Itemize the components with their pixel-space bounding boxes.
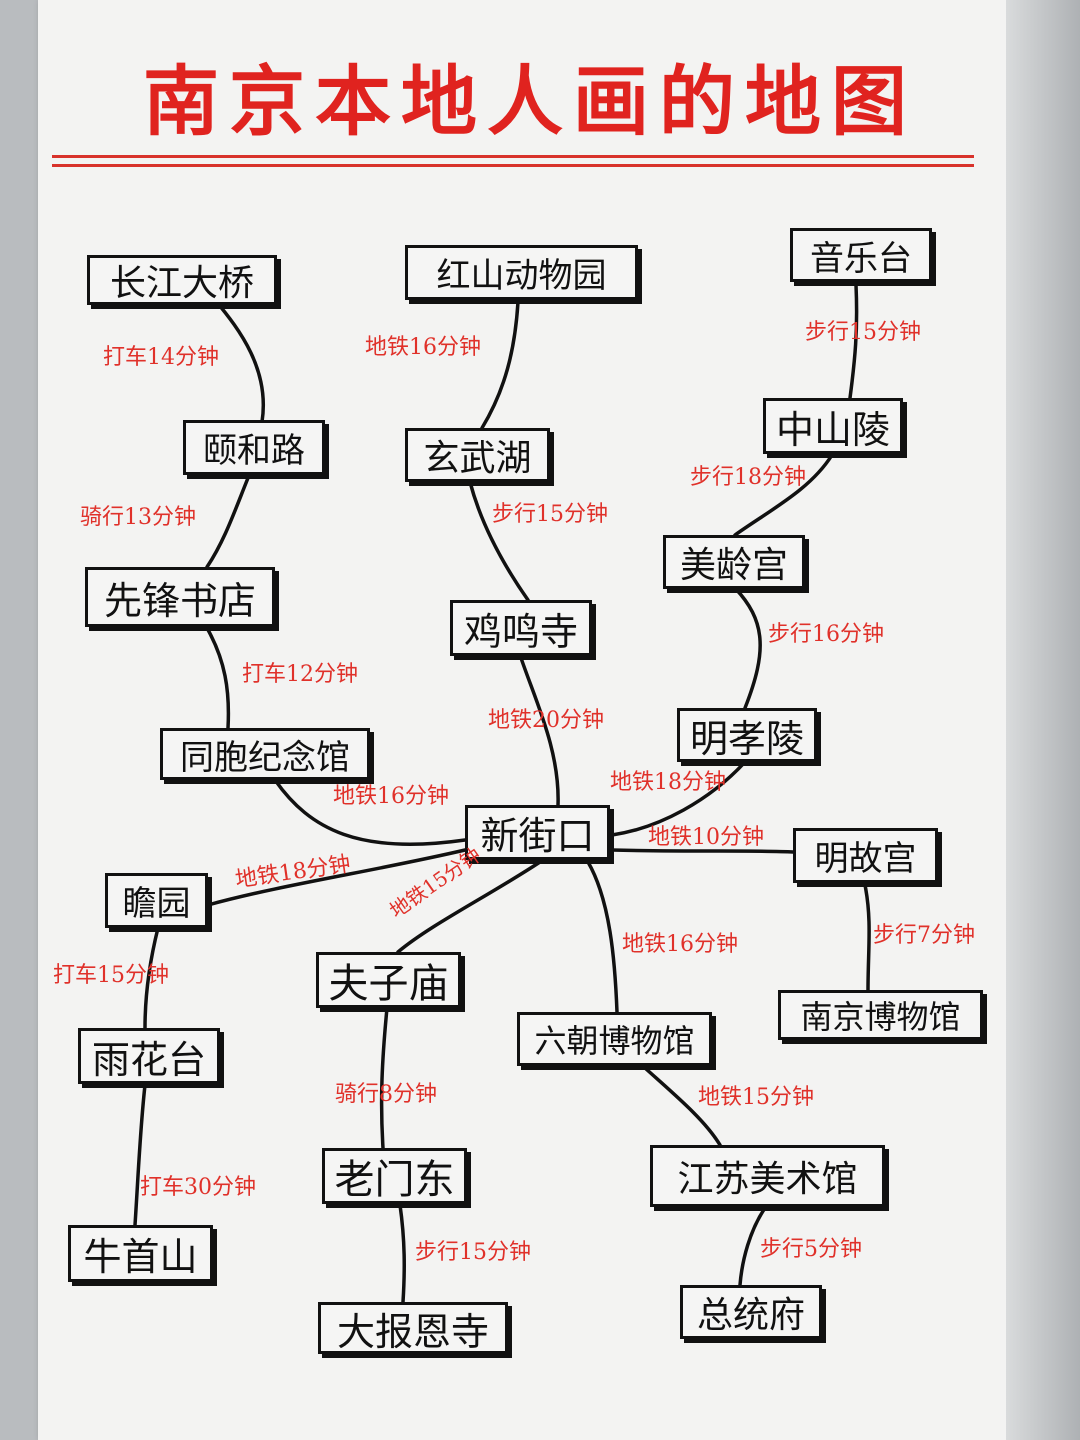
route-label-liuchao-jiangsu: 地铁15分钟 [698,1085,814,1110]
map-title: 南京本地人画的地图 [143,57,917,146]
place-dabaoen-temple: 大报恩寺 [318,1302,508,1354]
place-ming-palace: 明故宫 [793,828,938,883]
place-hongshan-zoo: 红山动物园 [405,245,638,300]
route-label-xinjiekou-minggugong: 地铁10分钟 [648,825,764,850]
place-ming-xiaoling: 明孝陵 [677,708,817,762]
place-tongbao-memorial: 同胞纪念馆 [160,728,370,780]
place-zhanyuan: 瞻园 [105,873,208,928]
place-xinjiekou: 新街口 [465,805,610,860]
route-label-bridge-yihe: 打车14分钟 [103,345,219,370]
link-xinjiekou-liuchao [586,860,619,1014]
route-label-zhongshan-meiling: 步行18分钟 [690,465,806,490]
route-label-xiaoling-xinjiekou: 地铁18分钟 [610,770,726,795]
place-confucius-temple: 夫子庙 [316,952,461,1008]
place-jiming-temple: 鸡鸣寺 [450,600,592,656]
route-label-yinletai-zhongshan: 步行15分钟 [805,320,921,345]
link-zoo-xuanwu [480,300,520,430]
link-xianfeng-tongbao [205,626,231,730]
link-zhanyuan-xinjiekou [206,848,467,907]
route-label-tongbao-xinjiekou: 地铁16分钟 [333,784,449,809]
title-underline-top [52,155,974,158]
place-changjiang-bridge: 长江大桥 [87,255,277,305]
route-label-yihe-xianfeng: 骑行13分钟 [80,505,196,530]
link-xiaoling-xinjiekou [610,760,747,837]
link-fuzimiao-laomendong [379,1006,389,1150]
route-label-fuzimiao-laomendong: 骑行8分钟 [335,1082,437,1107]
link-yuhuatai-niushoushan [133,1083,147,1227]
route-label-zoo-xuanwu: 地铁16分钟 [365,335,481,360]
link-liuchao-jiangsu [643,1066,722,1147]
place-laomendong: 老门东 [322,1148,467,1204]
route-label-jiming-xinjiekou: 地铁20分钟 [488,708,604,733]
place-jiangsu-art-museum: 江苏美术馆 [650,1145,885,1207]
route-label-minggugong-museum: 步行7分钟 [873,923,975,948]
place-xuanwu-lake: 玄武湖 [405,428,550,482]
place-meiling-palace: 美龄宫 [663,535,805,589]
link-xuanwu-jiming [468,480,530,602]
link-xinjiekou-fuzimiao [396,860,542,954]
place-zhongshan-mausoleum: 中山陵 [763,398,903,454]
link-xinjiekou-minggugong [610,848,795,854]
title-underline-bottom [52,164,974,167]
place-niushoushan: 牛首山 [68,1225,213,1282]
place-six-dynasties-museum: 六朝博物馆 [517,1012,712,1066]
link-meiling-xiaoling [733,586,762,710]
route-label-zhanyuan-yuhuatai: 打车15分钟 [53,963,169,988]
place-xianfeng-bookstore: 先锋书店 [85,567,275,627]
route-label-yuhuatai-niushoushan: 打车30分钟 [140,1175,256,1200]
link-minggugong-museum [863,883,871,992]
link-zhanyuan-yuhuatai [143,926,160,1030]
route-label-meiling-xiaoling: 步行16分钟 [768,622,884,647]
place-yuhuatai: 雨花台 [78,1028,220,1084]
link-yihe-xianfeng [205,476,250,569]
place-yihe-road: 颐和路 [183,420,325,475]
link-zhongshan-meiling [733,453,834,537]
route-label-laomendong-dabaoen: 步行15分钟 [415,1240,531,1265]
link-tongbao-xinjiekou [273,778,467,847]
link-laomendong-dabaoen [398,1203,406,1304]
link-yinletai-zhongshan [848,283,859,400]
background-edge [1006,0,1080,1440]
place-presidential-palace: 总统府 [680,1285,822,1339]
route-label-xinjiekou-liuchao: 地铁16分钟 [622,932,738,957]
place-nanjing-museum: 南京博物馆 [778,990,983,1040]
link-jiangsu-presidential [738,1206,767,1287]
route-label-xianfeng-tongbao: 打车12分钟 [242,662,358,687]
place-yinletai: 音乐台 [790,228,932,282]
route-label-jiangsu-presidential: 步行5分钟 [760,1237,862,1262]
link-bridge-yihe [213,298,265,424]
route-label-xuanwu-jiming: 步行15分钟 [492,502,608,527]
link-jiming-xinjiekou [518,653,560,807]
